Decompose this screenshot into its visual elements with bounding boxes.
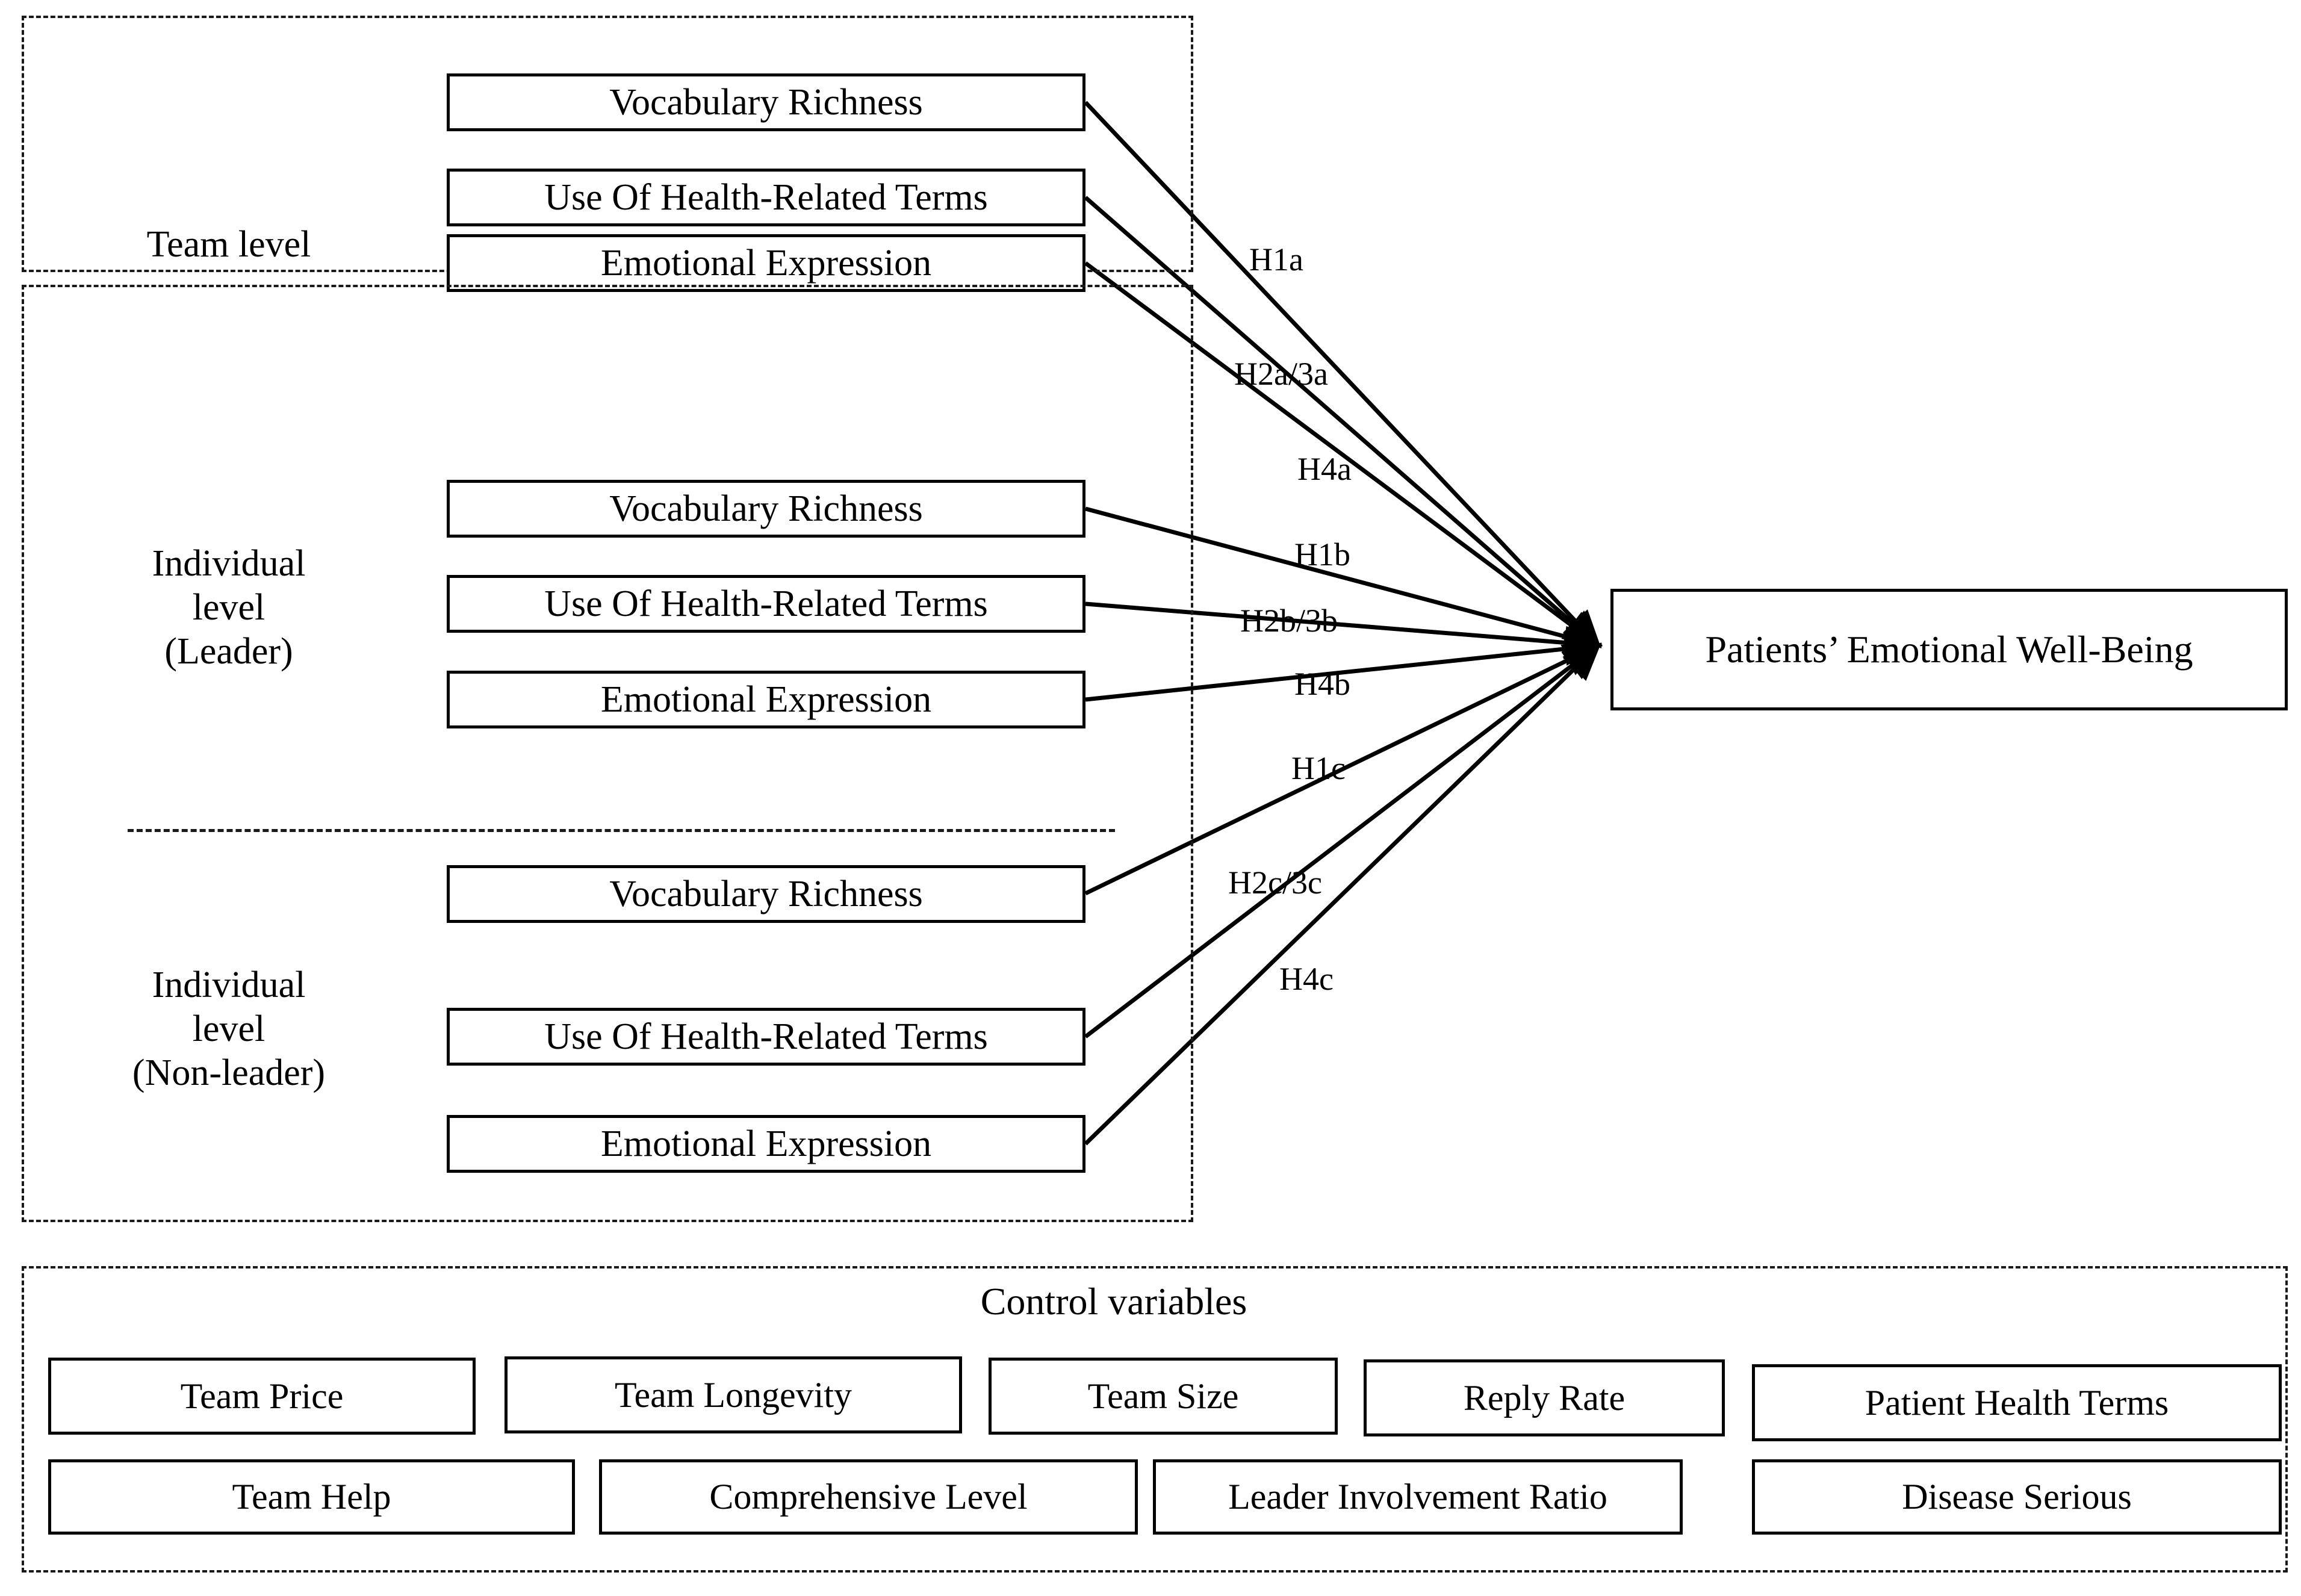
control-box-leader-involvement-ratio[interactable]: Leader Involvement Ratio [1153, 1459, 1683, 1535]
box-leader-emotional-expression[interactable]: Emotional Expression [447, 671, 1085, 728]
level-label-individual-leader: Individual level (Leader) [152, 543, 306, 672]
control-box-patient-health-terms[interactable]: Patient Health Terms [1752, 1364, 2282, 1441]
control-box-team-size[interactable]: Team Size [989, 1358, 1338, 1435]
control-box-comprehensive-level[interactable]: Comprehensive Level [599, 1459, 1138, 1535]
control-box-disease-serious[interactable]: Disease Serious [1752, 1459, 2282, 1535]
box-nonleader-vocabulary-richness[interactable]: Vocabulary Richness [447, 865, 1085, 923]
hypothesis-label-h2c3c: H2c/3c [1228, 865, 1322, 901]
hypothesis-label-h1b: H1b [1294, 536, 1350, 573]
control-box-team-price[interactable]: Team Price [48, 1358, 476, 1435]
leader-nonleader-divider [128, 829, 1115, 832]
group-individual-level [22, 285, 1193, 1222]
box-nonleader-health-terms[interactable]: Use Of Health-Related Terms [447, 1008, 1085, 1066]
box-leader-health-terms[interactable]: Use Of Health-Related Terms [447, 575, 1085, 633]
level-label-team: Team level [146, 224, 311, 265]
box-leader-vocabulary-richness[interactable]: Vocabulary Richness [447, 480, 1085, 538]
box-team-vocabulary-richness[interactable]: Vocabulary Richness [447, 73, 1085, 131]
box-team-health-terms[interactable]: Use Of Health-Related Terms [447, 169, 1085, 226]
hypothesis-label-h1a: H1a [1249, 241, 1303, 278]
group-control-variables [22, 1266, 2288, 1573]
hypothesis-label-h4b: H4b [1294, 666, 1350, 702]
box-nonleader-emotional-expression[interactable]: Emotional Expression [447, 1115, 1085, 1173]
control-box-team-longevity[interactable]: Team Longevity [505, 1356, 962, 1433]
box-patients-emotional-well-being[interactable]: Patients’ Emotional Well-Being [1610, 589, 2288, 710]
level-label-individual-non-leader: Individual level (Non-leader) [132, 964, 326, 1094]
hypothesis-label-h4c: H4c [1279, 961, 1334, 997]
hypothesis-label-h4a: H4a [1297, 451, 1352, 487]
hypothesis-label-h1c: H1c [1291, 750, 1346, 786]
hypothesis-label-h2a3a: H2a/3a [1234, 356, 1328, 392]
control-box-reply-rate[interactable]: Reply Rate [1364, 1359, 1725, 1436]
control-variables-title: Control variables [980, 1280, 1247, 1323]
hypothesis-label-h2b3b: H2b/3b [1240, 603, 1338, 639]
box-team-emotional-expression[interactable]: Emotional Expression [447, 234, 1085, 292]
control-box-team-help[interactable]: Team Help [48, 1459, 575, 1535]
